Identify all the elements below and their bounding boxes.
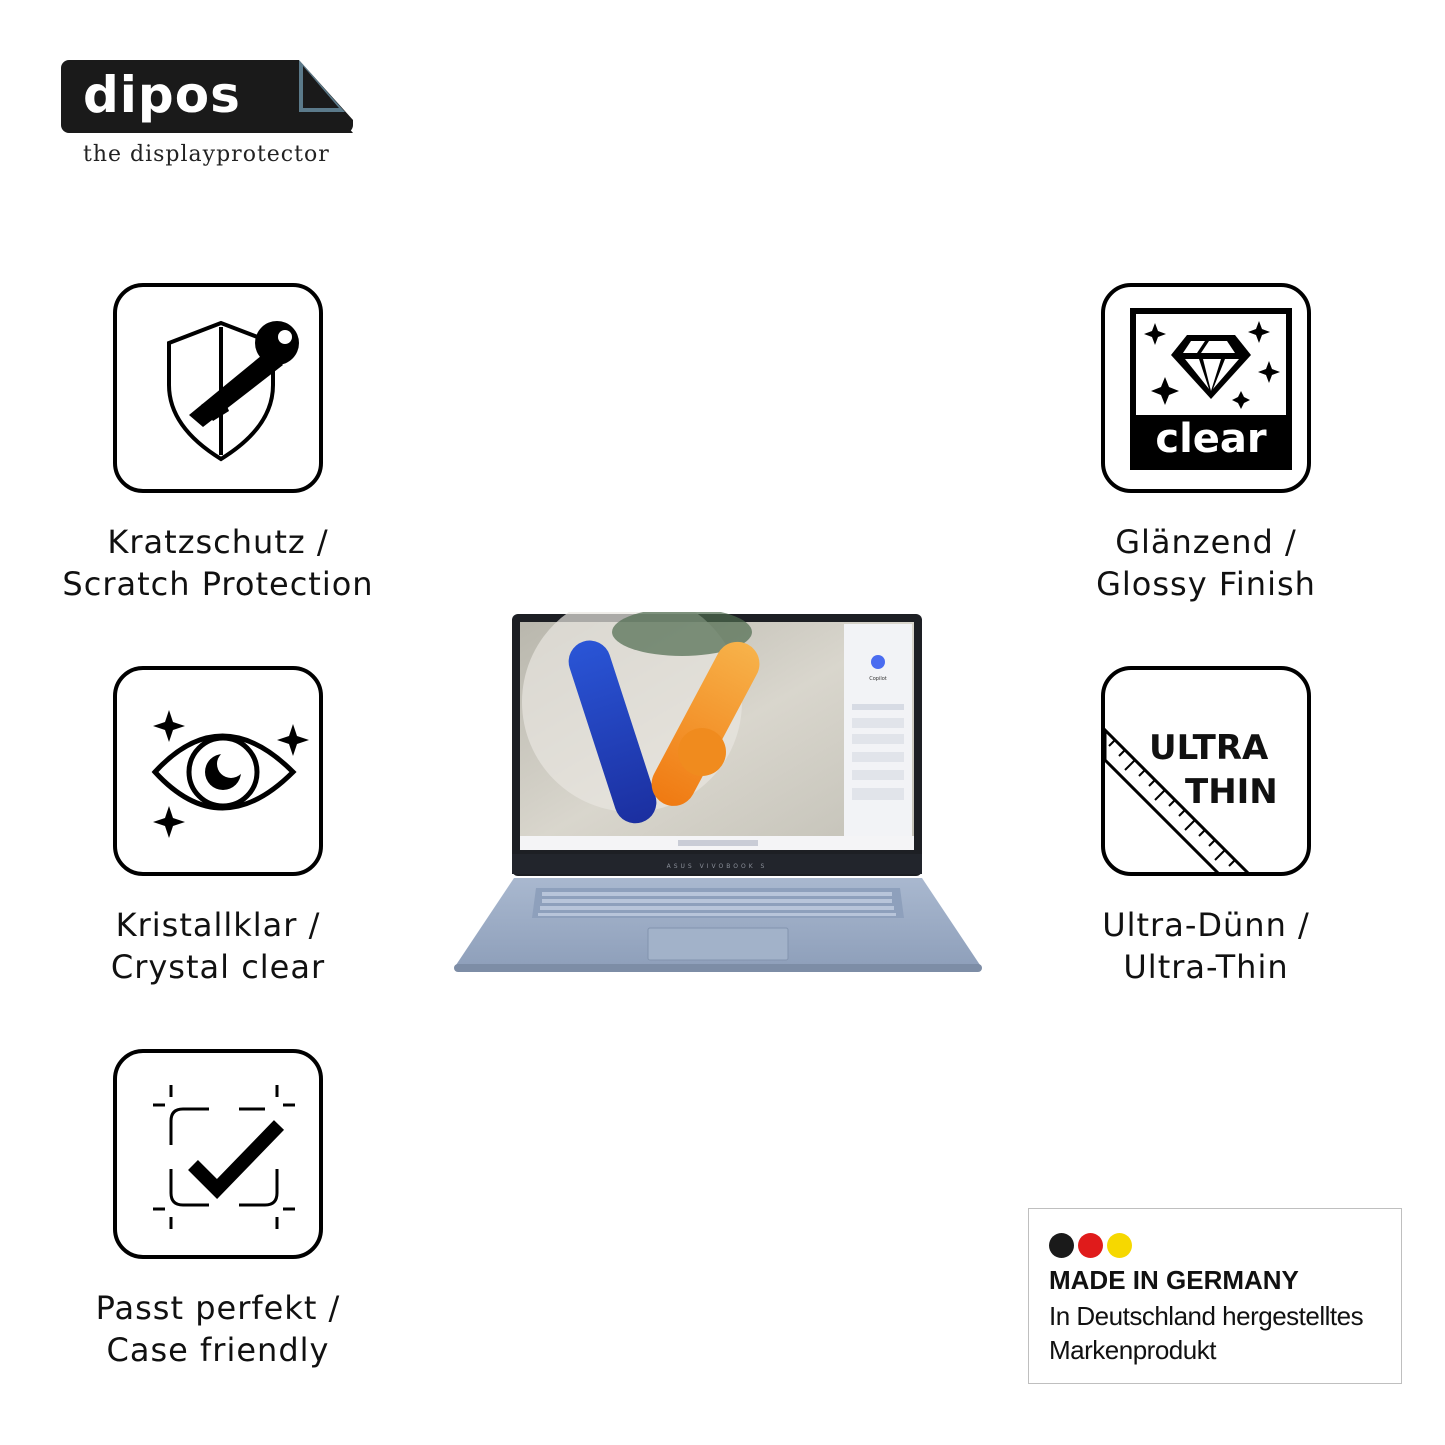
ultra-label: ULTRA	[1149, 728, 1269, 768]
shield-key-icon	[167, 320, 299, 462]
feature-glossy-finish: clear Glänzend / Glossy Finish	[1046, 283, 1366, 605]
made-in-germany-title: MADE IN GERMANY	[1049, 1265, 1299, 1295]
feature-title: Glänzend /	[1115, 523, 1297, 561]
dipos-logo: dipos the displayprotector	[61, 60, 353, 175]
feature-subtitle: Ultra-Thin	[1123, 948, 1289, 986]
feature-icon-box	[113, 1049, 323, 1259]
ruler-icon	[1105, 727, 1250, 872]
check-frame-icon	[153, 1085, 295, 1229]
logo-wordmark: dipos	[83, 66, 241, 124]
feature-icon-box: clear	[1101, 283, 1311, 493]
made-in-germany-text: In Deutschland hergestelltes Markenprodu…	[1049, 1299, 1364, 1367]
laptop-product-image: Copilot ASUS VIVOBOOK S	[452, 592, 984, 978]
feature-icon-box: ULTRA THIN	[1101, 666, 1311, 876]
red-dot	[1078, 1233, 1103, 1258]
feature-icon-box	[113, 666, 323, 876]
feature-crystal-clear: Kristallklar / Crystal clear	[58, 666, 378, 988]
page-curl-icon	[293, 60, 353, 133]
german-flag-dots	[1049, 1233, 1136, 1262]
copilot-panel-title: Copilot	[869, 676, 887, 682]
feature-scratch-protection: Kratzschutz / Scratch Protection	[58, 283, 378, 605]
clear-badge-label: clear	[1155, 416, 1267, 462]
feature-icon-box	[113, 283, 323, 493]
feature-subtitle: Glossy Finish	[1096, 565, 1316, 603]
feature-subtitle: Case friendly	[106, 1331, 330, 1369]
logo-tagline: the displayprotector	[83, 142, 330, 167]
feature-title: Ultra-Dünn /	[1102, 906, 1310, 944]
diamond-clear-icon	[1130, 308, 1292, 470]
laptop-illustration: Copilot ASUS VIVOBOOK S	[454, 592, 982, 972]
laptop-brand-text: ASUS VIVOBOOK S	[667, 863, 768, 870]
feature-title: Kristallklar /	[115, 906, 321, 944]
logo-badge: dipos	[61, 60, 353, 133]
made-in-germany-line2: Markenprodukt	[1049, 1335, 1216, 1365]
made-in-germany-line1: In Deutschland hergestelltes	[1049, 1301, 1364, 1331]
feature-case-friendly: Passt perfekt / Case friendly	[58, 1049, 378, 1371]
feature-title: Passt perfekt /	[95, 1289, 341, 1327]
thin-label: THIN	[1185, 772, 1278, 812]
gold-dot	[1107, 1233, 1132, 1258]
feature-ultra-thin: ULTRA THIN Ultra-Dünn / Ultra-Thin	[1046, 666, 1366, 988]
feature-title: Kratzschutz /	[107, 523, 329, 561]
feature-subtitle: Scratch Protection	[62, 565, 374, 603]
eye-icon	[151, 710, 309, 838]
black-dot	[1049, 1233, 1074, 1258]
made-in-germany-badge: MADE IN GERMANY In Deutschland hergestel…	[1028, 1208, 1402, 1384]
feature-subtitle: Crystal clear	[110, 948, 326, 986]
